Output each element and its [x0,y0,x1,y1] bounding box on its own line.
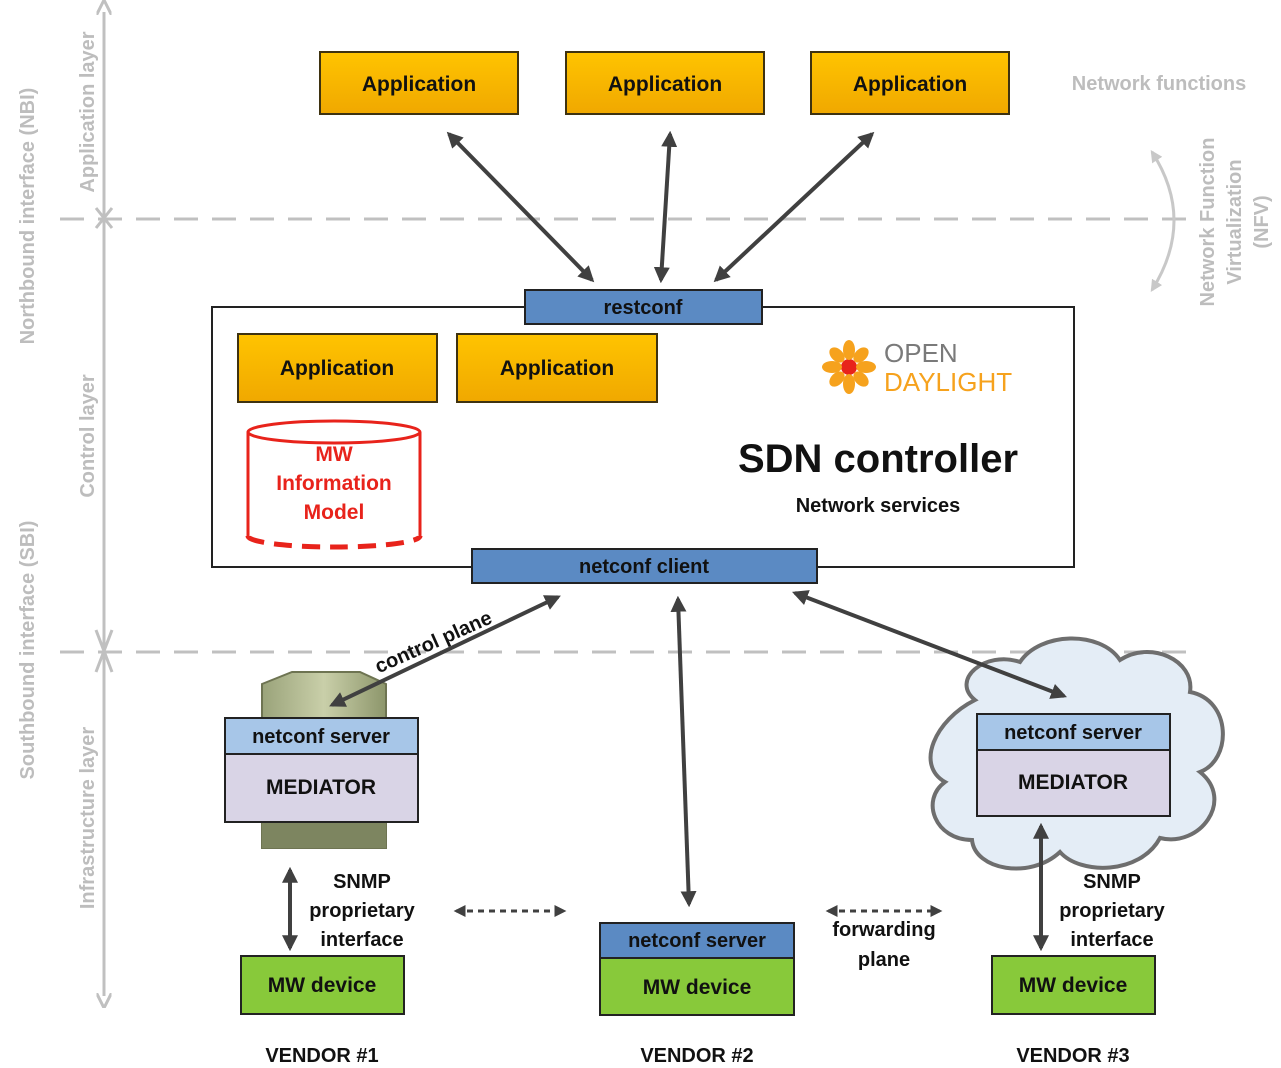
forwarding-plane-label: forwarding plane [832,919,935,971]
application-box-3: Application [810,51,1010,115]
netconf-server-label: netconf server [628,930,766,952]
control-plane-arrows [329,590,1067,908]
information-model-line1: MW [315,443,352,466]
application-label: Application [853,73,967,96]
arrow-app1-restconf [446,131,595,283]
mw-device-label: MW device [1019,974,1128,997]
restconf-bar: restconf [524,289,763,325]
vendor3-label: VENDOR #3 [1016,1045,1129,1067]
nfv-label-line3: (NFV) [1251,195,1273,248]
logo-daylight-text: DAYLIGHT [884,367,1012,397]
application-layer-label: Application layer [77,31,99,192]
controller-application-box-1: Application [237,333,438,403]
netconf-client-label: netconf client [579,556,709,578]
vendor1-interface-label: SNMP proprietary interface [309,871,415,951]
information-model-cylinder [245,419,423,550]
application-label: Application [362,73,476,96]
nfv-label-line1: Network Function [1197,138,1219,307]
vendor2-label: VENDOR #2 [640,1045,753,1067]
arrow-app2-restconf [653,130,678,284]
nbi-arrows [446,130,875,284]
information-model-label: MW Information Model [276,443,392,524]
nfv-curved-arrow [1150,149,1176,293]
arrow-app3-restconf [713,131,875,283]
vendor3-mediator: MEDIATOR [976,749,1171,817]
interface-line1: SNMP [333,871,391,893]
mw-device-label: MW device [268,974,377,997]
restconf-label: restconf [604,297,683,319]
controller-application-box-2: Application [456,333,658,403]
vendor3-mw-device: MW device [991,955,1156,1015]
mw-device-label: MW device [643,976,752,999]
nfv-label-line2: Virtualization [1224,159,1246,284]
opendaylight-flower-icon [822,340,876,394]
nbi-label: Northbound interface (NBI) [17,88,39,345]
network-services-label: Network services [796,495,961,517]
application-label: Application [608,73,722,96]
netconf-server-label: netconf server [1004,722,1142,744]
interface-line1: SNMP [1083,871,1141,893]
information-model-line3: Model [304,501,365,524]
logo-open-text: OPEN [884,338,958,368]
interface-line2: proprietary [309,900,415,922]
interface-line3: interface [1070,929,1153,951]
vendor3-interface-label: SNMP proprietary interface [1059,871,1165,951]
application-label: Application [280,357,394,380]
vendor2-netconf-server: netconf server [599,922,795,959]
vendor1-mediator: MEDIATOR [224,753,419,823]
application-box-2: Application [565,51,765,115]
vendor1-label: VENDOR #1 [265,1045,378,1067]
arrow-client-vendor1 [329,595,561,707]
sdn-controller-title: SDN controller [738,437,1018,481]
control-layer-label: Control layer [77,374,99,498]
vendor3-netconf-server: netconf server [976,713,1171,751]
network-functions-label: Network functions [1072,73,1246,95]
nfv-label: Network Function Virtualization (NFV) [1197,138,1273,307]
sbi-label: Southbound interface (SBI) [17,521,39,780]
application-box-1: Application [319,51,519,115]
interface-line3: interface [320,929,403,951]
forwarding-line2: plane [858,949,910,971]
vendor1-mw-device: MW device [240,955,405,1015]
control-plane-label: control plane [372,607,496,678]
arrow-client-vendor2 [670,595,697,908]
forwarding-line1: forwarding [832,919,935,941]
arrow-client-vendor3 [792,590,1067,699]
information-model-line2: Information [276,472,392,495]
mediator-label: MEDIATOR [266,776,376,799]
vendor1-netconf-server: netconf server [224,717,419,755]
mediator-label: MEDIATOR [1018,771,1128,794]
application-label: Application [500,357,614,380]
infrastructure-layer-label: Infrastructure layer [77,727,99,910]
netconf-client-bar: netconf client [471,548,818,584]
vendor2-mw-device: MW device [599,957,795,1016]
netconf-server-label: netconf server [252,726,390,748]
opendaylight-logo: OPEN DAYLIGHT [822,338,1012,397]
interface-line2: proprietary [1059,900,1165,922]
